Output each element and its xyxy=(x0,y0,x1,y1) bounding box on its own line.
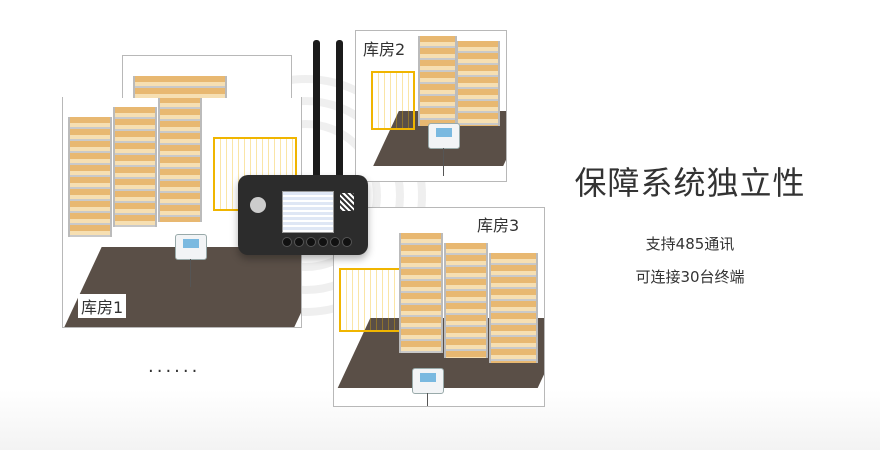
sensor-device xyxy=(175,234,207,287)
shelf-rack xyxy=(133,76,227,98)
warehouse-2-panel xyxy=(355,30,507,182)
shelf-rack xyxy=(68,117,112,237)
shelf-rack xyxy=(444,243,488,358)
warehouse-1-panel-top xyxy=(122,55,292,98)
qr-code xyxy=(340,193,354,211)
headline: 保障系统独立性 xyxy=(574,164,806,202)
antenna-left xyxy=(313,40,320,180)
fence xyxy=(339,268,403,332)
device-button xyxy=(342,237,352,247)
shelf-rack xyxy=(399,233,443,353)
warehouse-3-panel xyxy=(333,207,545,407)
gateway-device xyxy=(238,175,368,255)
device-button xyxy=(294,237,304,247)
device-button xyxy=(282,237,292,247)
device-screen xyxy=(282,191,334,233)
warehouse-1-label: 库房1 xyxy=(78,294,127,318)
shelf-rack xyxy=(489,253,538,363)
feature-30-terminals: 可连接30台终端 xyxy=(635,268,745,286)
shelf-rack xyxy=(456,41,500,126)
warehouse-3-label: 库房3 xyxy=(474,212,523,236)
warehouse-2-label: 库房2 xyxy=(360,36,409,60)
device-button xyxy=(330,237,340,247)
more-indicator: ...... xyxy=(148,356,201,377)
device-button xyxy=(318,237,328,247)
feature-485: 支持485通讯 xyxy=(645,235,735,253)
shelf-rack xyxy=(158,97,202,222)
shelf-rack xyxy=(113,107,157,227)
sensor-device xyxy=(412,368,444,406)
fence xyxy=(371,71,415,130)
logo-icon xyxy=(250,197,266,213)
shelf-rack xyxy=(418,36,457,126)
device-button xyxy=(306,237,316,247)
sensor-device xyxy=(428,123,460,176)
antenna-right xyxy=(336,40,343,180)
